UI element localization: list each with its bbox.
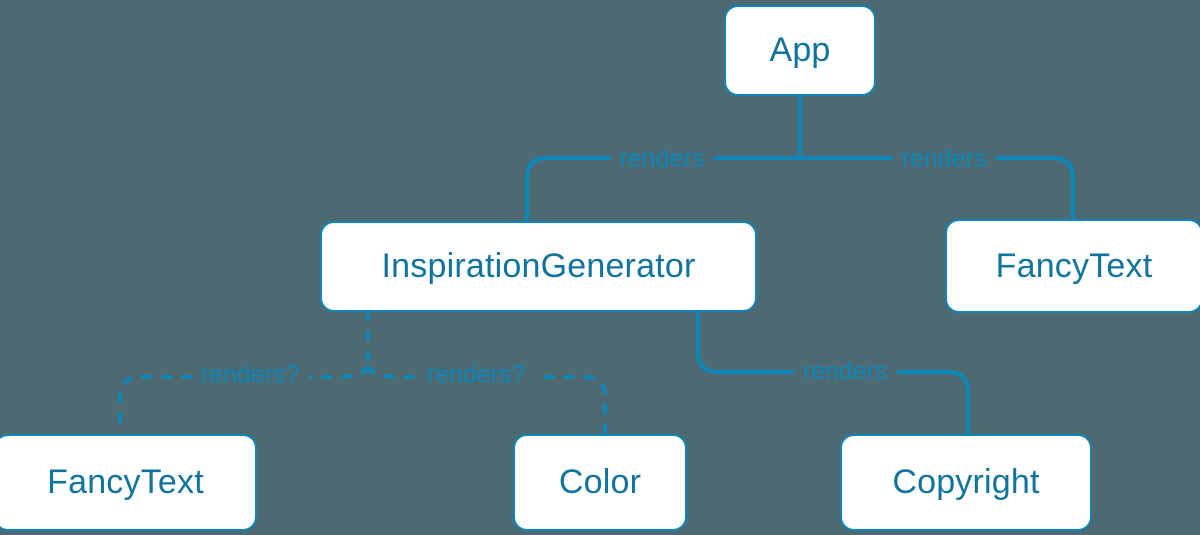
node-color[interactable]: Color (513, 434, 687, 531)
node-inspiration-generator-label: InspirationGenerator (381, 247, 696, 285)
edge-label-inspiration-generator-to-copyright: renders (793, 359, 897, 385)
edge-app-to-inspiration-generator (525, 156, 802, 223)
node-copyright-label: Copyright (892, 463, 1040, 501)
node-copyright[interactable]: Copyright (840, 434, 1092, 531)
edge-inspiration-generator-to-fancytext-left (118, 366, 370, 436)
node-color-label: Color (558, 463, 642, 501)
edge-inspiration-generator-to-color (366, 366, 607, 436)
node-app[interactable]: App (724, 5, 876, 96)
edge-label-inspiration-generator-to-fancytext-left: renders? (191, 362, 309, 388)
edge-label-app-to-inspiration-generator: renders (610, 146, 714, 172)
node-fancytext-left[interactable]: FancyText (0, 434, 257, 531)
edge-app-to-fancytext-right (798, 156, 1075, 221)
node-fancytext-right-label: FancyText (995, 246, 1153, 285)
node-app-label: App (769, 31, 831, 69)
edge-label-app-to-fancytext-right: renders (892, 146, 996, 172)
node-fancytext-right[interactable]: FancyText (945, 219, 1200, 313)
node-fancytext-left-label: FancyText (47, 463, 204, 501)
node-inspiration-generator[interactable]: InspirationGenerator (320, 221, 757, 312)
edge-label-inspiration-generator-to-color: renders? (417, 362, 535, 388)
